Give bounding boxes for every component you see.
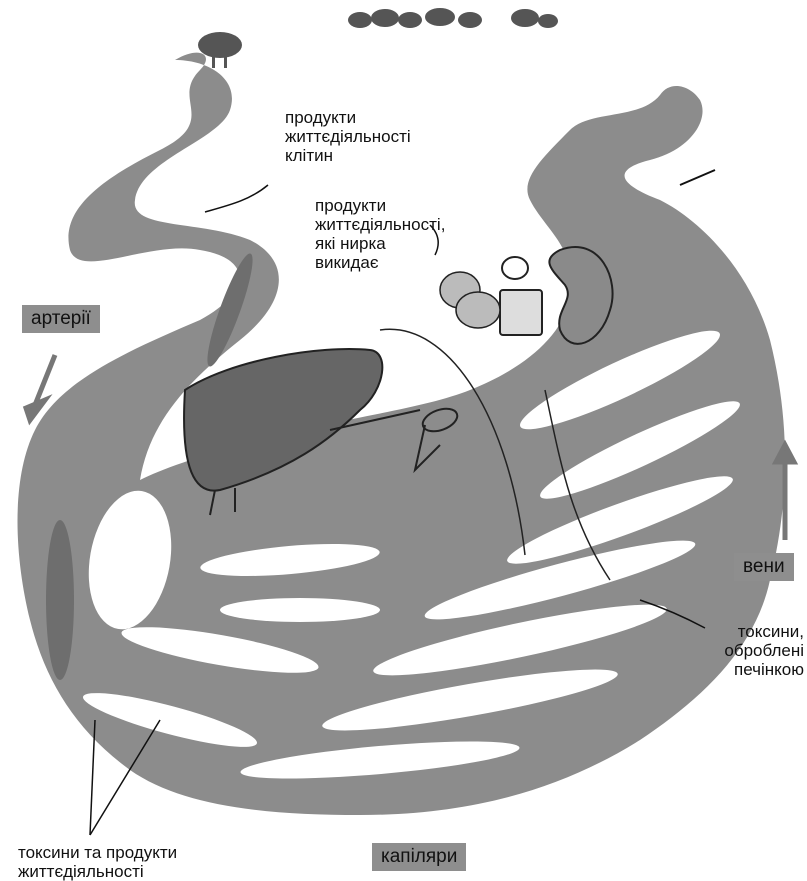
label-kidney-waste: продукти життєдіяльності, які нирка вики… xyxy=(315,196,446,272)
label-toxins-liver: токсини, оброблені печінкою xyxy=(724,622,804,679)
tag-arteries: артерії xyxy=(22,305,100,333)
capillary-holes xyxy=(82,330,740,779)
trash-can-icon xyxy=(499,256,543,336)
fishing-rod-icon xyxy=(379,328,611,581)
label-cell-waste: продукти життєдіяльності клітин xyxy=(285,108,411,165)
annotation-arrows xyxy=(89,169,716,836)
tree-icon xyxy=(198,8,558,68)
tag-capillaries: капіляри xyxy=(372,843,467,871)
liver-character xyxy=(183,348,384,516)
garbage-bags-icon xyxy=(439,271,501,329)
tag-veins: вени xyxy=(734,553,794,581)
fishing-net-icon xyxy=(329,407,459,474)
kidney-character xyxy=(548,246,614,345)
flow-arrows xyxy=(22,354,799,540)
river-streaks xyxy=(46,253,253,680)
label-toxins-waste: токсини та продукти життєдіяльності xyxy=(18,843,178,881)
